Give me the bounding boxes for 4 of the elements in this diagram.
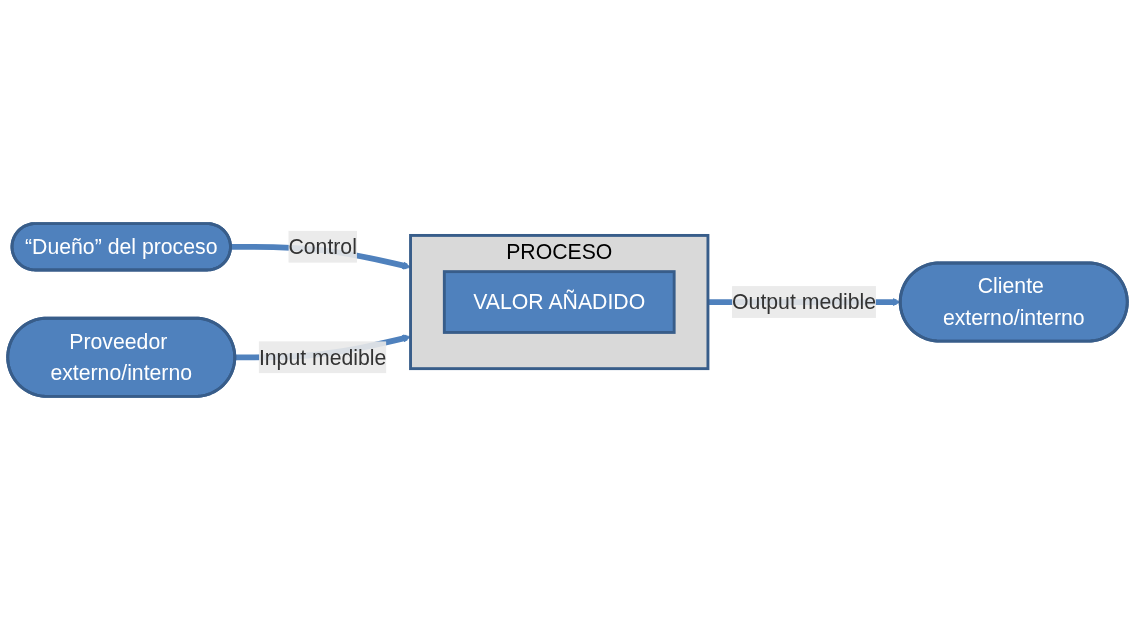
edge-label: Input medible bbox=[258, 344, 387, 369]
edge-label: Output medible bbox=[732, 289, 877, 314]
edge-label: Control bbox=[288, 234, 357, 259]
node-box: VALOR AÑADIDO bbox=[442, 269, 676, 334]
